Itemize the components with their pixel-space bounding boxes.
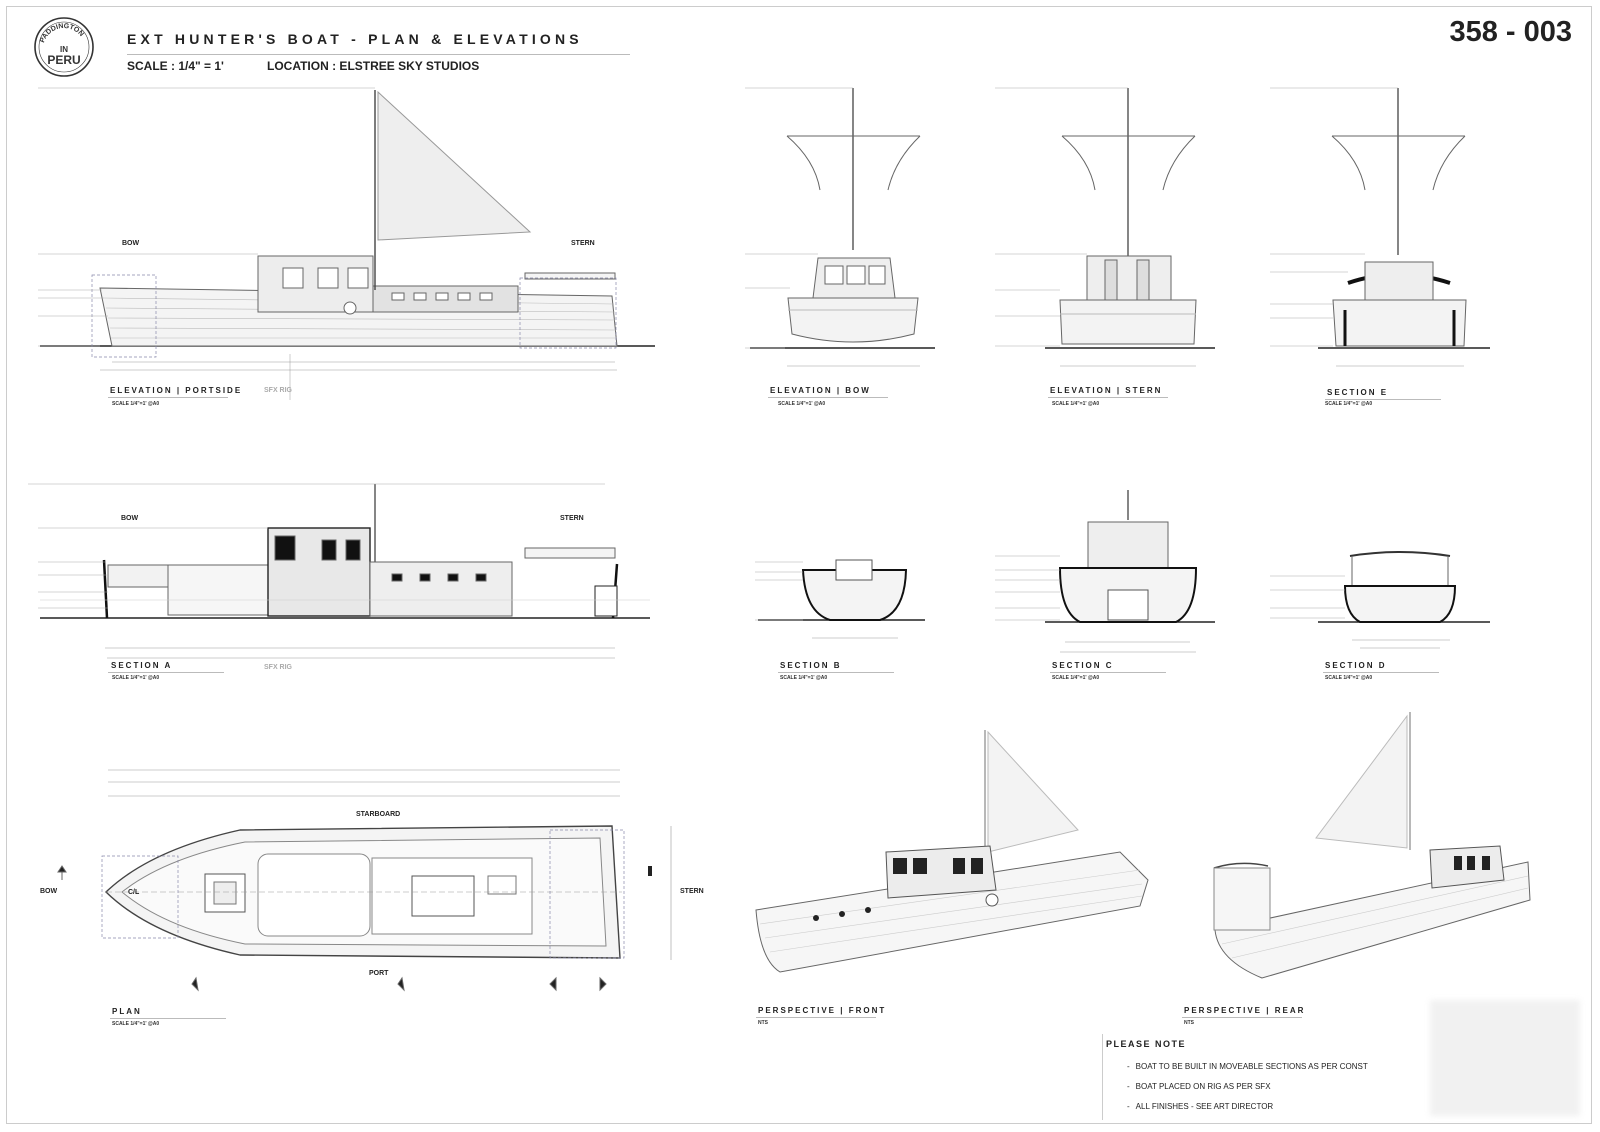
logo-middle-text: IN (60, 45, 68, 54)
view-scale-section-b: SCALE 1/4"=1' @A0 (780, 675, 828, 681)
sheet-number: 358 - 003 (1449, 16, 1572, 48)
paddington-stamp-logo: PADDINGTON IN PERU (34, 17, 94, 77)
view-label-rule (1323, 672, 1439, 673)
view-scale-elevation-portside: SCALE 1/4"=1' @A0 (112, 401, 160, 407)
note-item-text: BOAT PLACED ON RIG AS PER SFX (1135, 1082, 1271, 1091)
view-label-elevation-bow: ELEVATION | BOW (770, 386, 871, 395)
view-label-perspective-front: PERSPECTIVE | FRONT (758, 1006, 887, 1015)
view-label-perspective-rear: PERSPECTIVE | REAR (1184, 1006, 1306, 1015)
view-label-section-a: SECTION A (111, 661, 173, 670)
view-scale-perspective-rear: NTS (1184, 1020, 1194, 1026)
tag-stern: STERN (680, 888, 704, 895)
view-label-rule (768, 397, 888, 398)
plan-drawing (57, 769, 672, 992)
tag-sfx-rig: SFX RIG (264, 387, 293, 394)
view-label-section-e: SECTION E (1327, 388, 1389, 397)
logo-bottom-text: PERU (47, 53, 80, 67)
view-scale-section-d: SCALE 1/4"=1' @A0 (1325, 675, 1373, 681)
view-label-elevation-stern: ELEVATION | STERN (1050, 386, 1163, 395)
view-label-section-d: SECTION D (1325, 661, 1387, 670)
notes-box (1102, 1034, 1373, 1120)
view-label-rule (1182, 1017, 1302, 1018)
note-item: -BOAT PLACED ON RIG AS PER SFX (1127, 1082, 1271, 1091)
view-label-rule (108, 397, 228, 398)
view-label-section-b: SECTION B (780, 661, 842, 670)
tag-bow: BOW (122, 240, 140, 247)
section-e-drawing (1270, 87, 1490, 367)
elevation-bow-drawing (745, 87, 935, 367)
tag-starboard: STARBOARD (356, 811, 401, 818)
view-label-rule (756, 1017, 876, 1018)
view-label-rule (1325, 399, 1441, 400)
view-scale-section-c: SCALE 1/4"=1' @A0 (1052, 675, 1100, 681)
elevation-stern-drawing (995, 87, 1215, 367)
view-scale-plan: SCALE 1/4"=1' @A0 (112, 1021, 160, 1027)
note-item-text: BOAT TO BE BUILT IN MOVEABLE SECTIONS AS… (1135, 1062, 1368, 1071)
tag-bow: BOW (121, 515, 139, 522)
sheet-location: LOCATION : ELSTREE SKY STUDIOS (267, 59, 480, 73)
view-label-rule (110, 1018, 226, 1019)
section-a-drawing (28, 483, 650, 659)
tag-port: PORT (369, 970, 389, 977)
section-b-drawing (755, 559, 925, 639)
view-label-rule (778, 672, 894, 673)
view-scale-perspective-front: NTS (758, 1020, 768, 1026)
view-scale-section-e: SCALE 1/4"=1' @A0 (1325, 401, 1373, 407)
view-label-elevation-portside: ELEVATION | PORTSIDE (110, 386, 243, 395)
perspective-front-drawing (755, 730, 1149, 973)
perspective-rear-drawing (1213, 712, 1531, 979)
tag-sfx-rig: SFX RIG (264, 664, 293, 671)
view-scale-section-a: SCALE 1/4"=1' @A0 (112, 675, 160, 681)
view-label-rule (1048, 397, 1168, 398)
elevation-portside-drawing (38, 87, 655, 400)
view-label-rule (1050, 672, 1166, 673)
sheet-border (6, 6, 1592, 1124)
tag-bow: BOW (40, 888, 58, 895)
tag-stern: STERN (571, 240, 595, 247)
sheet-scale: SCALE : 1/4" = 1' (127, 59, 224, 73)
tag-centerline: C/L (128, 889, 140, 896)
note-item-text: ALL FINISHES - SEE ART DIRECTOR (1135, 1102, 1274, 1111)
view-label-plan: PLAN (112, 1007, 142, 1016)
view-label-section-c: SECTION C (1052, 661, 1114, 670)
view-scale-elevation-stern: SCALE 1/4"=1' @A0 (1052, 401, 1100, 407)
section-d-drawing (1270, 551, 1490, 649)
title-rule (127, 54, 630, 55)
view-scale-elevation-bow: SCALE 1/4"=1' @A0 (778, 401, 826, 407)
note-item: -BOAT TO BE BUILT IN MOVEABLE SECTIONS A… (1127, 1062, 1368, 1071)
note-item: -ALL FINISHES - SEE ART DIRECTOR (1127, 1102, 1274, 1111)
tag-stern: STERN (560, 515, 584, 522)
blurred-corner-block (1430, 1000, 1580, 1116)
view-label-rule (108, 672, 224, 673)
section-c-drawing (995, 490, 1215, 653)
notes-title: PLEASE NOTE (1106, 1039, 1187, 1049)
sheet-title: EXT HUNTER'S BOAT - PLAN & ELEVATIONS (127, 31, 583, 47)
